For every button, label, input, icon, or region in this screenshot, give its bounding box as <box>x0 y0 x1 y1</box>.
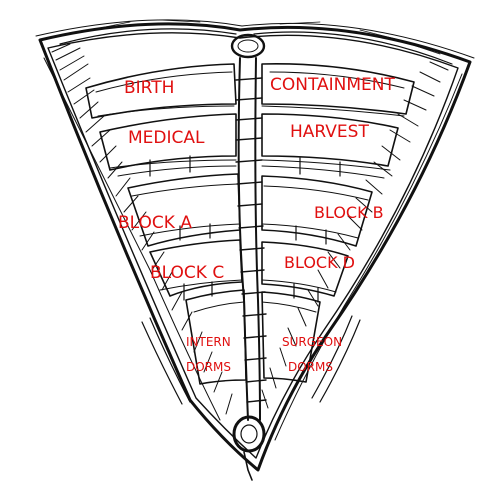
bottom-hatch <box>232 415 266 481</box>
central-spine <box>235 57 267 421</box>
label-block-b: BLOCK B <box>314 203 384 222</box>
hull-panel-strokes <box>141 315 361 405</box>
tier-1-rooms <box>85 63 415 119</box>
label-intern-dorms-line2: DORMS <box>186 360 231 374</box>
label-block-d: BLOCK D <box>284 253 355 272</box>
label-medical: MEDICAL <box>128 128 205 148</box>
tier-3-rooms <box>127 173 373 247</box>
outer-hull <box>35 19 475 472</box>
label-block-c: BLOCK C <box>150 263 224 283</box>
label-harvest: HARVEST <box>290 122 369 142</box>
label-containment: CONTAINMENT <box>270 75 396 95</box>
tier-5-rooms <box>185 289 321 385</box>
label-surgeon-dorms-line1: SURGEON <box>282 335 342 349</box>
label-block-a: BLOCK A <box>118 213 192 233</box>
label-surgeon-dorms-line2: DORMS <box>288 360 333 374</box>
label-intern-dorms-line1: INTERN <box>186 335 231 349</box>
label-birth: BIRTH <box>124 78 174 98</box>
top-hatch <box>230 33 266 59</box>
tier-2-rooms <box>99 113 399 179</box>
tier-4-rooms <box>149 239 349 303</box>
